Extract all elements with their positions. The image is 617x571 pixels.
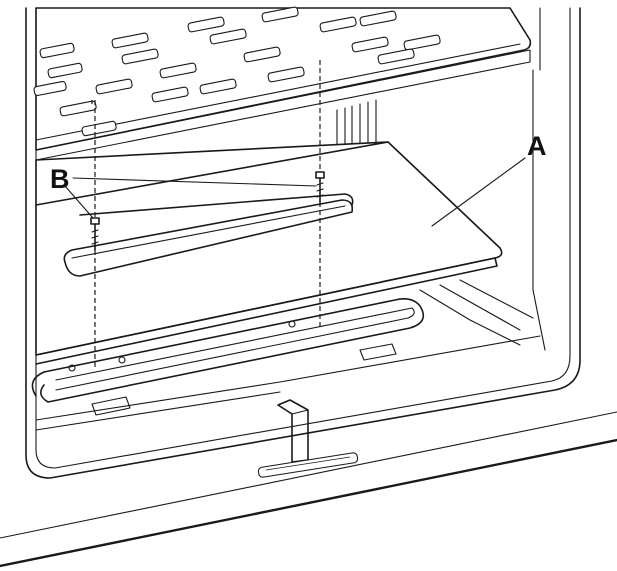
vent-slots xyxy=(33,6,441,137)
callout-leaders xyxy=(64,157,526,227)
upper-rack-panel xyxy=(33,6,532,161)
bottom-cover-plate xyxy=(35,141,503,365)
oven-cavity-frame xyxy=(25,7,581,479)
label-b: B xyxy=(50,164,70,194)
alignment-guides xyxy=(91,60,321,370)
cavity-floor xyxy=(35,279,541,431)
screw-left xyxy=(90,217,100,251)
screw-right xyxy=(315,171,325,203)
label-a: A xyxy=(527,131,547,161)
floor-lines xyxy=(0,411,617,568)
front-bracket xyxy=(257,399,359,478)
